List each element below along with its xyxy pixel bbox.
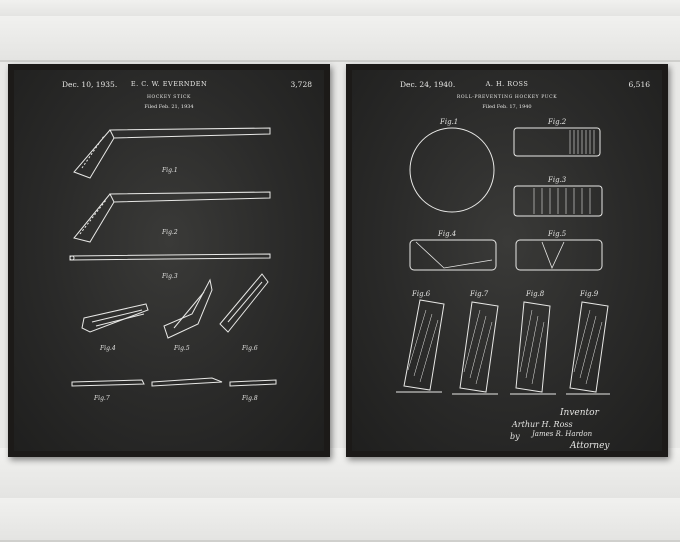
- puck-fig9: [569, 301, 609, 393]
- right-fig-label: Fig.3: [547, 176, 567, 184]
- left-poster-frame: Dec. 10, 1935. E. C. W. EVERNDEN 3,728 H…: [8, 64, 330, 457]
- right-fig-label: Fig.2: [547, 118, 567, 126]
- hockey-stick-fig2: [73, 191, 271, 243]
- by-label: by: [510, 432, 520, 441]
- right-patent-date: Dec. 24, 1940.: [400, 80, 456, 89]
- right-fig-label: Fig.8: [525, 290, 545, 298]
- right-patent-number: 6,516: [628, 80, 650, 89]
- attorney-label: Attorney: [570, 441, 610, 451]
- left-patent-inventor: E. C. W. EVERNDEN: [130, 80, 208, 88]
- puck-side-fig3: [513, 185, 603, 217]
- puck-fig7: [459, 301, 499, 393]
- hockey-stick-fig3: [69, 253, 271, 261]
- right-fig-label: Fig.1: [439, 118, 458, 126]
- puck-top-fig1: [409, 127, 495, 213]
- attorney-signature: James R. Hardon: [532, 430, 593, 438]
- blade-fig6: [219, 273, 269, 333]
- left-patent-drawing: Fig.1 Fig.2 Fig.3 Fig.4: [69, 127, 277, 402]
- hockey-stick-fig1: [73, 127, 271, 179]
- puck-fig5: [515, 239, 603, 271]
- right-patent-drawing: Fig.1 Fig.2 Fig.3 Fig.4: [396, 118, 610, 395]
- left-fig-label: Fig.8: [241, 395, 258, 402]
- left-patent-number: 3,728: [290, 80, 312, 89]
- left-fig-label: Fig.4: [99, 345, 116, 352]
- right-fig-label: Fig.4: [437, 230, 456, 238]
- right-patent-title: ROLL-PREVENTING HOCKEY PUCK: [456, 95, 558, 100]
- stick-bottom-views: [71, 377, 277, 387]
- right-fig-label: Fig.5: [547, 230, 567, 238]
- left-fig-label: Fig.3: [161, 273, 178, 280]
- puck-fig6: [403, 299, 445, 391]
- right-fig-label: Fig.9: [579, 290, 599, 298]
- wall-plank: [0, 16, 680, 62]
- left-patent-date: Dec. 10, 1935.: [62, 80, 118, 89]
- right-patent-filed: Filed Feb. 17, 1940: [482, 104, 532, 110]
- left-patent-title: HOCKEY STICK: [147, 95, 191, 100]
- puck-fig8: [515, 301, 551, 393]
- right-poster-frame: Dec. 24, 1940. A. H. ROSS 6,516 ROLL-PRE…: [346, 64, 668, 457]
- puck-side-fig2: [513, 127, 601, 157]
- ground-lines: [396, 391, 610, 395]
- right-fig-label: Fig.6: [411, 290, 431, 298]
- blade-fig4: [81, 303, 149, 333]
- left-fig-label: Fig.7: [93, 395, 110, 402]
- left-fig-label: Fig.5: [173, 345, 190, 352]
- right-poster-chalkboard: Dec. 24, 1940. A. H. ROSS 6,516 ROLL-PRE…: [352, 70, 662, 451]
- blade-fig5: [163, 278, 213, 339]
- left-patent-filed: Filed Feb. 21, 1934: [144, 104, 194, 110]
- right-patent-inventor: A. H. ROSS: [485, 80, 529, 88]
- right-fig-label: Fig.7: [469, 290, 489, 298]
- puck-hatching: [407, 309, 603, 385]
- left-poster-chalkboard: Dec. 10, 1935. E. C. W. EVERNDEN 3,728 H…: [14, 70, 324, 451]
- inventor-label: Inventor: [560, 408, 599, 418]
- puck-fig4: [409, 239, 497, 271]
- left-fig-label: Fig.6: [241, 345, 258, 352]
- left-fig-label: Fig.1: [161, 167, 178, 174]
- left-fig-label: Fig.2: [161, 229, 178, 236]
- wall-plank: [0, 498, 680, 542]
- inventor-signature: Arthur H. Ross: [512, 420, 573, 429]
